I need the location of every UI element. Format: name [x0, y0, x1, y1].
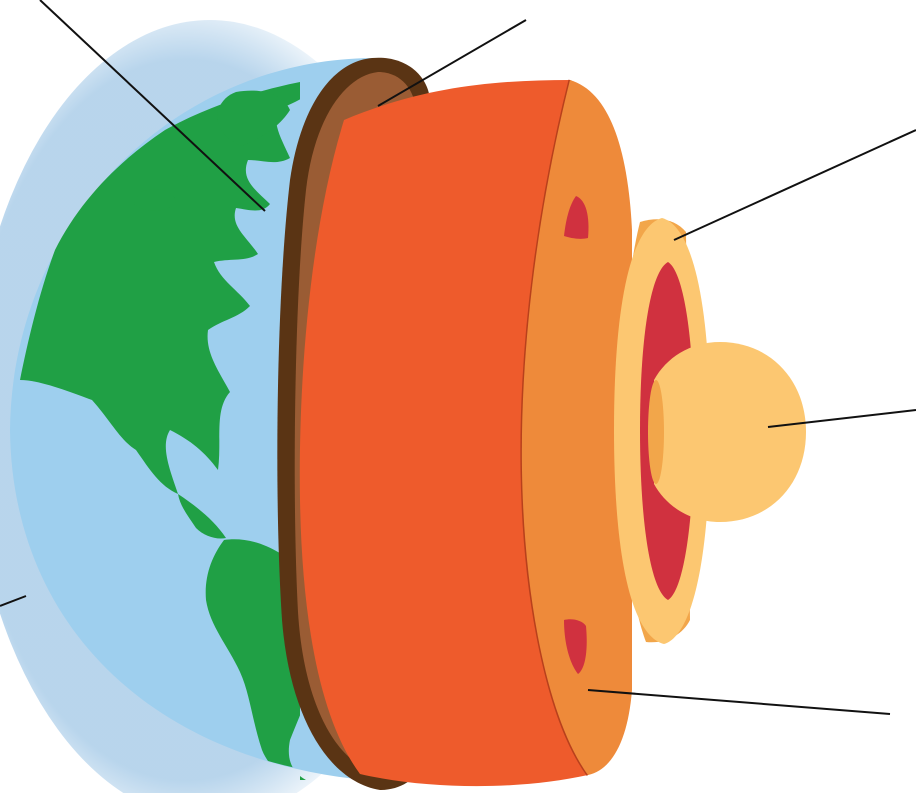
inner-core-shadow: [648, 380, 664, 484]
leader-line-mantle: [588, 690, 890, 714]
inner-core-layer: [654, 342, 806, 522]
leader-line-outer-core: [674, 130, 916, 240]
